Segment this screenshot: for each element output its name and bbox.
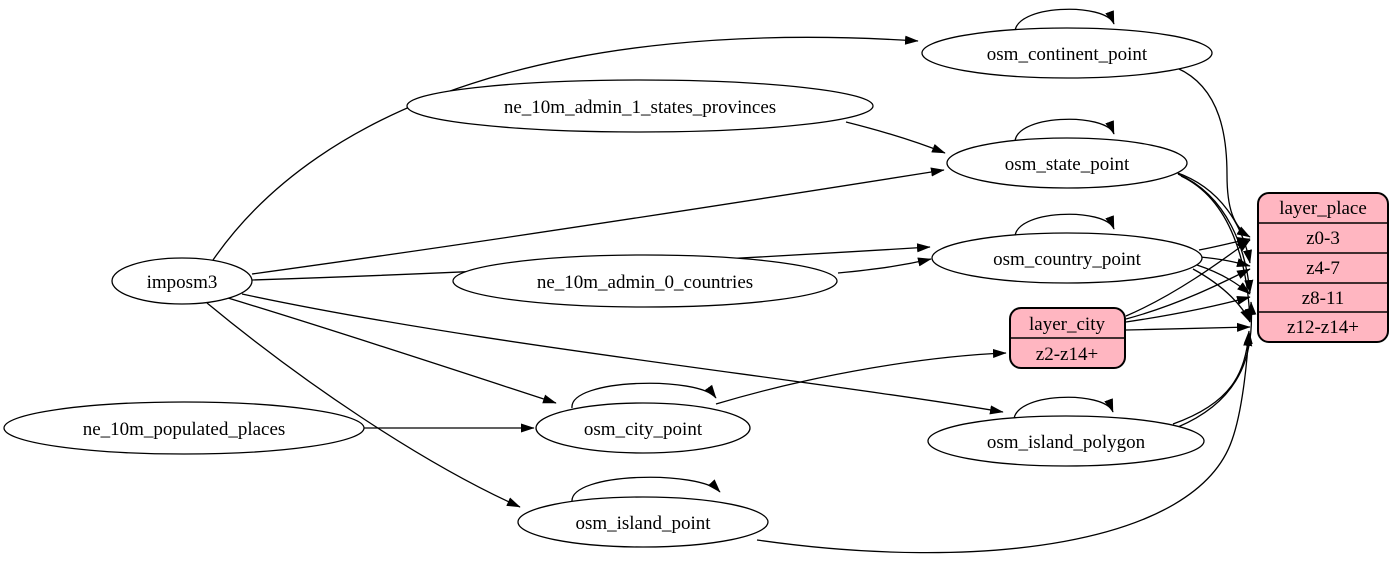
edge-imposm3-to-osm_island_point xyxy=(206,302,521,508)
osm_state_point-label: osm_state_point xyxy=(1005,154,1130,175)
edge-ne_10m_admin_0_countries-to-osm_country_point xyxy=(837,257,932,274)
osm_island_polygon-label: osm_island_polygon xyxy=(987,432,1146,453)
ne_10m_populated_places-label: ne_10m_populated_places xyxy=(83,419,286,440)
self-loop-osm_island_polygon xyxy=(1013,396,1114,423)
edge-osm_country_point-to-layer_place-z0-3 xyxy=(1198,236,1251,251)
layer_place-row-z8-11: z8-11 xyxy=(1302,288,1345,309)
node-osm_continent_point: osm_continent_point xyxy=(921,27,1213,79)
ne_10m_admin_1_states_provinces-shape xyxy=(406,79,874,133)
node-ne_10m_admin_1_states_provinces: ne_10m_admin_1_states_provinces xyxy=(406,79,874,133)
imposm3-label: imposm3 xyxy=(147,272,218,293)
imposm3-shape xyxy=(111,257,253,305)
edge-osm_country_point-to-layer_place-z12-z14 xyxy=(1192,268,1251,323)
ne_10m_populated_places-shape xyxy=(3,401,365,455)
edge-layer_city-to-layer_place-z0-3 xyxy=(1125,239,1251,317)
node-ne_10m_admin_0_countries: ne_10m_admin_0_countries xyxy=(452,254,838,308)
node-osm_island_polygon: osm_island_polygon xyxy=(927,415,1205,467)
layer_city-row-z2-z14: z2-z14+ xyxy=(1036,344,1098,365)
edge-imposm3-to-osm_city_point xyxy=(227,297,557,404)
self-loop-osm_continent_point xyxy=(1014,8,1115,35)
edge-osm_island_point-to-layer_place-z12-z14 xyxy=(756,330,1253,554)
ne_10m_admin_0_countries-label: ne_10m_admin_0_countries xyxy=(537,272,753,293)
layer_place-row-z4-7: z4-7 xyxy=(1306,258,1340,279)
edges-group xyxy=(206,8,1257,554)
layer_place-title: layer_place xyxy=(1279,198,1367,219)
osm_continent_point-shape xyxy=(921,27,1213,79)
self-loop-osm_city_point xyxy=(571,382,717,409)
layer_city-title: layer_city xyxy=(1029,314,1105,335)
node-osm_state_point: osm_state_point xyxy=(946,137,1188,189)
edge-layer_city-to-layer_place-z4-7 xyxy=(1125,268,1251,320)
osm_island_point-shape xyxy=(517,496,769,548)
osm_city_point-label: osm_city_point xyxy=(584,419,703,440)
self-loop-osm_country_point xyxy=(1014,213,1115,240)
edge-imposm3-to-osm_state_point xyxy=(251,167,945,275)
osm_country_point-shape xyxy=(931,232,1203,284)
osm_continent_point-label: osm_continent_point xyxy=(987,44,1148,65)
edge-layer_city-to-layer_place-z12-z14 xyxy=(1125,322,1251,332)
edge-osm_state_point-to-layer_place-z8-11 xyxy=(1177,173,1254,294)
node-imposm3: imposm3 xyxy=(111,257,253,305)
ne_10m_admin_0_countries-shape xyxy=(452,254,838,308)
edge-osm_country_point-to-layer_place-z4-7 xyxy=(1199,256,1251,268)
edge-osm_city_point-to-layer_city-z2-z14 xyxy=(715,348,1007,405)
layer_place-row-z12-z14: z12-z14+ xyxy=(1287,317,1359,338)
ne_10m_admin_1_states_provinces-label: ne_10m_admin_1_states_provinces xyxy=(504,97,776,118)
node-ne_10m_populated_places: ne_10m_populated_places xyxy=(3,401,365,455)
layer_place-shape xyxy=(1257,192,1389,343)
node-osm_city_point: osm_city_point xyxy=(535,402,751,454)
node-layer_city: layer_city z2-z14+ xyxy=(1009,307,1126,369)
edge-layer_city-to-layer_place-z8-11 xyxy=(1125,295,1251,323)
osm_city_point-shape xyxy=(535,402,751,454)
edge-osm_island_polygon-to-layer_place-z8-11 xyxy=(1177,301,1257,428)
edge-imposm3-to-osm_island_polygon xyxy=(241,293,1004,415)
node-layer_place: layer_place z0-3 z4-7 z8-11 z12-z14+ xyxy=(1257,192,1389,343)
osm_state_point-shape xyxy=(946,137,1188,189)
edge-osm_continent_point-to-layer_place-z0-3 xyxy=(1176,67,1251,238)
layer_place-row-z0-3: z0-3 xyxy=(1306,228,1340,249)
node-osm_country_point: osm_country_point xyxy=(931,232,1203,284)
self-loop-osm_state_point xyxy=(1014,118,1115,145)
edge-imposm3-to-osm_continent_point xyxy=(212,35,919,261)
osm_island_polygon-shape xyxy=(927,415,1205,467)
osm_country_point-label: osm_country_point xyxy=(993,249,1141,270)
node-osm_island_point: osm_island_point xyxy=(517,496,769,548)
edge-osm_island_polygon-to-layer_place-z12-z14 xyxy=(1172,332,1253,425)
edge-ne_10m_admin_1_states_provinces-to-osm_state_point xyxy=(845,121,946,154)
self-loop-osm_island_point xyxy=(571,476,721,503)
osm_island_point-label: osm_island_point xyxy=(575,513,711,534)
